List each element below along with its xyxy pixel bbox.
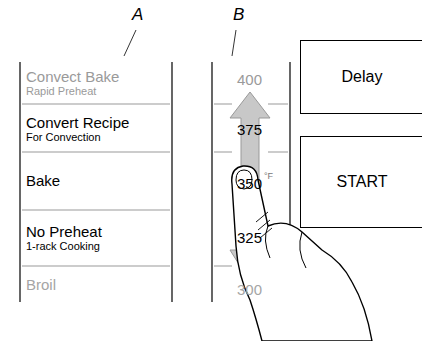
callout-letter: B [233, 6, 244, 23]
row-divider [214, 103, 232, 105]
row-divider [268, 103, 288, 105]
leader-line [232, 30, 236, 56]
row-divider [268, 151, 288, 153]
row-title: Bake [26, 173, 60, 190]
list-border [19, 62, 20, 302]
delay-button: Delay [300, 40, 422, 114]
unit-label: °F [264, 172, 273, 181]
row-subtitle: 1-rack Cooking [26, 240, 100, 252]
menu-row: Bake [22, 156, 170, 206]
row-divider [214, 151, 232, 153]
row-subtitle: Rapid Preheat [26, 85, 96, 97]
row-divider [214, 265, 232, 267]
row-divider [22, 209, 170, 211]
list-border [171, 62, 172, 302]
finger-crease [300, 232, 306, 268]
temperature-value: 325 [237, 230, 262, 245]
temperature-value: 400 [237, 72, 262, 87]
menu-row: Convert RecipeFor Convection [22, 108, 170, 150]
temperature-value: 375 [237, 122, 262, 137]
row-title: No Preheat [26, 224, 102, 241]
menu-row: Broil [22, 270, 170, 300]
row-title: Broil [26, 277, 56, 294]
row-title: Convect Bake [26, 69, 119, 86]
leader-line [124, 30, 136, 56]
wheel-border [211, 62, 212, 302]
row-divider [22, 151, 170, 153]
callout-letter: A [132, 6, 143, 23]
menu-row: No Preheat1-rack Cooking [22, 214, 170, 262]
row-title: Delay [342, 68, 383, 86]
row-divider [22, 103, 170, 105]
temperature-value: 300 [237, 282, 262, 297]
row-title: Convert Recipe [26, 115, 129, 132]
row-subtitle: For Convection [26, 131, 101, 143]
start-button: START [300, 136, 422, 228]
menu-row: Convect BakeRapid Preheat [22, 64, 170, 102]
temperature-value: 350 [237, 176, 262, 191]
row-divider [22, 265, 170, 267]
row-title: START [337, 173, 388, 191]
